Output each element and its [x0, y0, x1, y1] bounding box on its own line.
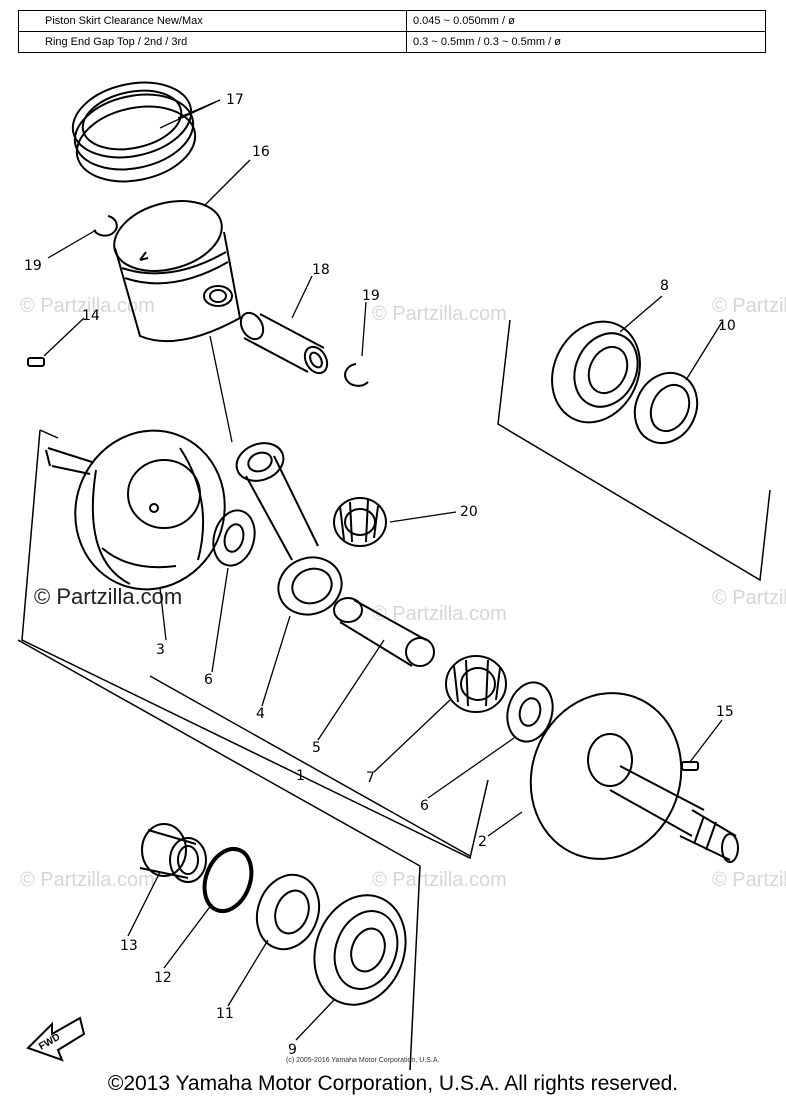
- spec-table: Piston Skirt Clearance New/Max 0.045 ~ 0…: [18, 10, 766, 53]
- watermark: © Partzilla.com: [372, 603, 507, 625]
- callout-10: 10: [718, 318, 736, 334]
- woodruff-key-part: [681, 761, 699, 771]
- oil-seal-part: [255, 873, 321, 951]
- watermark: © Partzilla.com: [712, 295, 786, 317]
- callout-8: 8: [660, 278, 669, 294]
- crank-left-part: [45, 429, 226, 591]
- spec-label: Ring End Gap Top / 2nd / 3rd: [18, 31, 407, 53]
- woodruff-key-part: [27, 357, 45, 367]
- callout-4: 4: [256, 706, 265, 722]
- collar-part: [139, 823, 207, 883]
- crank-right-part: [529, 692, 739, 863]
- callout-9: 9: [288, 1042, 297, 1058]
- thrust-washer-part: [212, 509, 256, 567]
- callout-6: 6: [420, 798, 429, 814]
- watermark: © Partzilla.com: [712, 587, 786, 609]
- small-end-bearing-part: [333, 497, 387, 547]
- spec-row: Ring End Gap Top / 2nd / 3rd 0.3 ~ 0.5mm…: [18, 31, 766, 53]
- crank-bearing-part: [313, 894, 407, 1006]
- callout-11: 11: [216, 1006, 234, 1022]
- small-copyright: (c) 2005-2016 Yamaha Motor Corporation, …: [286, 1057, 439, 1064]
- fwd-arrow-icon: [26, 1016, 86, 1062]
- callout-12: 12: [154, 970, 172, 986]
- piston-part: [113, 200, 242, 343]
- callout-6: 6: [204, 672, 213, 688]
- watermark: © Partzilla.com: [20, 295, 155, 317]
- big-end-bearing-part: [445, 655, 507, 713]
- callout-1: 1: [296, 768, 305, 784]
- callout-14: 14: [82, 308, 100, 324]
- assembly-bracket: [17, 319, 771, 1071]
- thrust-washer-part: [506, 681, 554, 743]
- callout-18: 18: [312, 262, 330, 278]
- leader-lines: [43, 99, 723, 1041]
- callout-7: 7: [366, 770, 375, 786]
- oil-seal-part: [633, 371, 699, 445]
- watermark: © Partzilla.com: [372, 303, 507, 325]
- watermark: © Partzilla.com: [372, 869, 507, 891]
- callout-19: 19: [362, 288, 380, 304]
- footer-copyright: ©2013 Yamaha Motor Corporation, U.S.A. A…: [107, 1072, 679, 1095]
- callout-19: 19: [24, 258, 42, 274]
- piston-pin-clip-part: [93, 215, 369, 387]
- callout-5: 5: [312, 740, 321, 756]
- crank-pin-part: [333, 597, 435, 667]
- callouts: 17 16 19 18 19 14 8 10 20 3 6 4 5 1 7 6 …: [24, 92, 736, 1058]
- watermark: © Partzilla.com: [20, 869, 155, 891]
- callout-17: 17: [226, 92, 244, 108]
- callout-16: 16: [252, 144, 270, 160]
- callout-15: 15: [716, 704, 734, 720]
- callout-3: 3: [156, 642, 165, 658]
- callout-2: 2: [478, 834, 487, 850]
- piston-rings-part: [71, 81, 197, 183]
- watermarks: © Partzilla.com © Partzilla.com © Partzi…: [20, 295, 786, 891]
- piston-pin-part: [239, 311, 329, 375]
- watermark: © Partzilla.com: [712, 869, 786, 891]
- crank-bearing-part: [551, 320, 641, 424]
- callout-20: 20: [460, 504, 478, 520]
- callout-13: 13: [120, 938, 138, 954]
- spec-value: 0.3 ~ 0.5mm / 0.3 ~ 0.5mm / ø: [406, 31, 766, 53]
- o-ring-part: [202, 847, 254, 913]
- connecting-rod-part: [235, 442, 343, 616]
